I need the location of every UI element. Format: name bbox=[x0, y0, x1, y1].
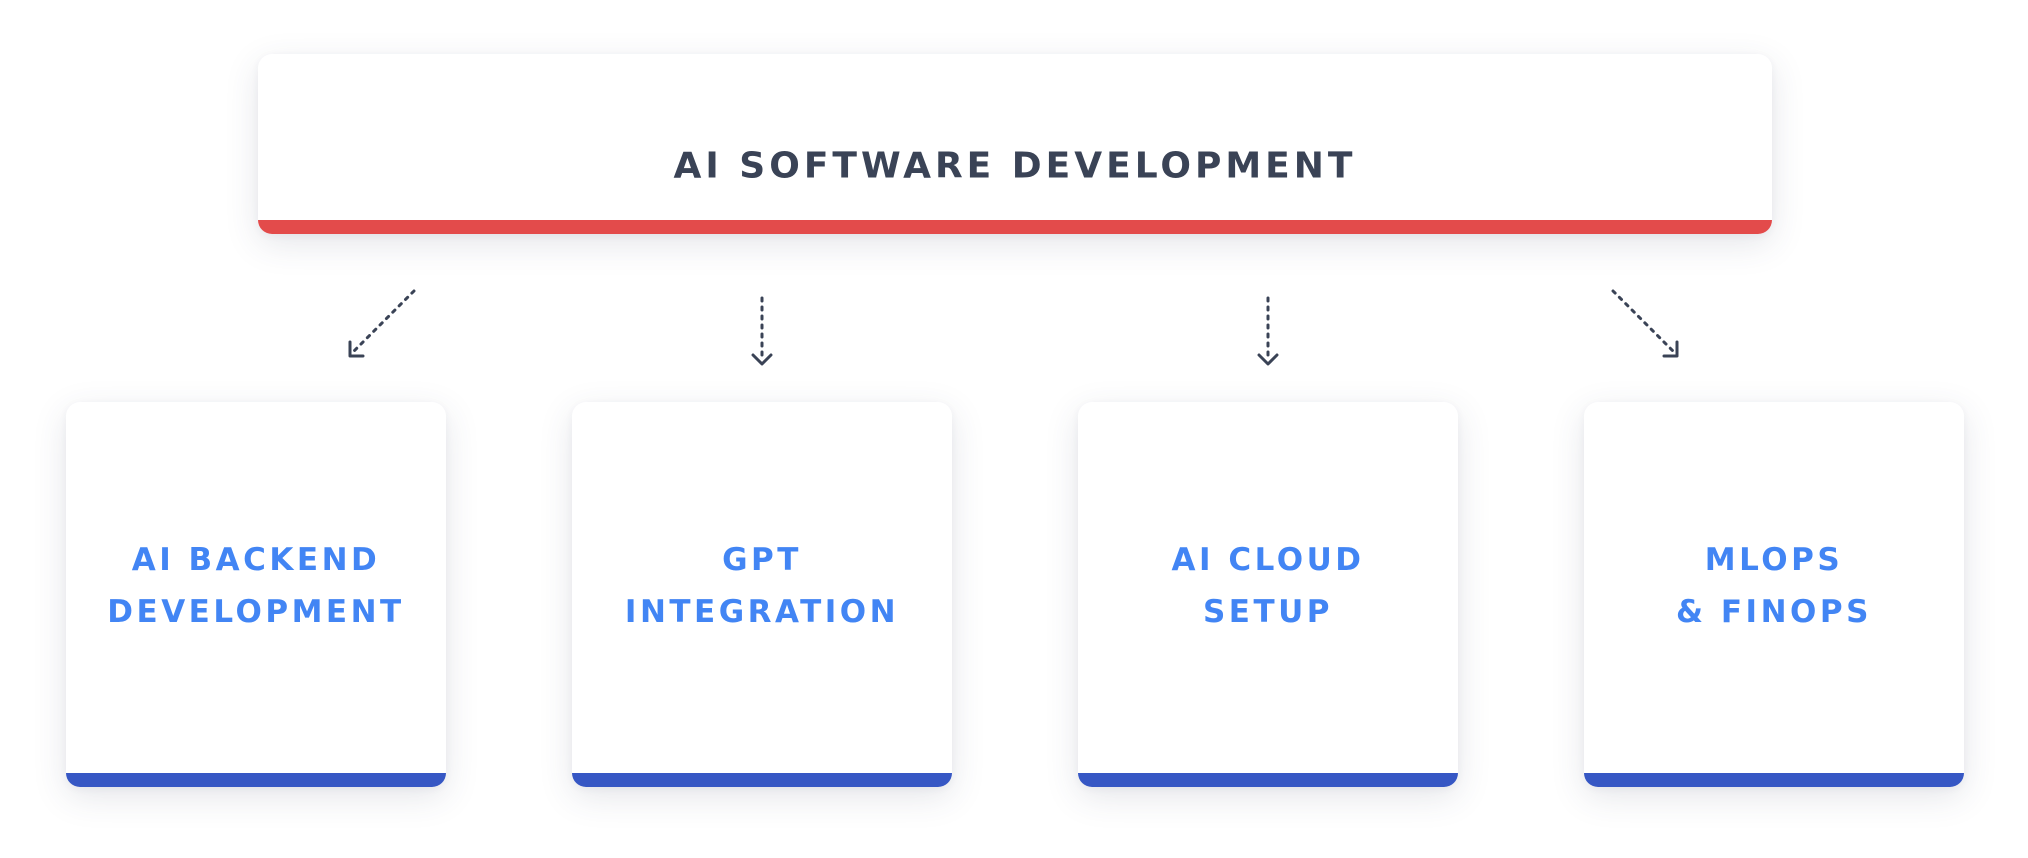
child-node-label-line: SETUP bbox=[1202, 594, 1334, 630]
child-node-mlops-finops: MLOPS & FINOPS bbox=[1584, 402, 1964, 787]
child-node-label: AI BACKEND DEVELOPMENT bbox=[66, 534, 446, 638]
child-node-label: MLOPS & FINOPS bbox=[1584, 534, 1964, 638]
child-node-label-line: AI BACKEND bbox=[131, 542, 381, 578]
arrow-to-ai-cloud-setup bbox=[1257, 296, 1279, 366]
child-node-ai-backend-development: AI BACKEND DEVELOPMENT bbox=[66, 402, 446, 787]
child-node-label: AI CLOUD SETUP bbox=[1078, 534, 1458, 638]
child-node-ai-cloud-setup: AI CLOUD SETUP bbox=[1078, 402, 1458, 787]
root-node-card: AI SOFTWARE DEVELOPMENT bbox=[258, 54, 1772, 234]
arrow-to-mlops-finops bbox=[1611, 289, 1679, 358]
child-node-accent-bar bbox=[1078, 773, 1458, 787]
child-node-label-line: INTEGRATION bbox=[624, 594, 900, 630]
arrow-to-gpt-integration bbox=[751, 296, 773, 366]
child-node-accent-bar bbox=[1584, 773, 1964, 787]
root-node-accent-bar bbox=[258, 220, 1772, 234]
child-node-label-line: AI CLOUD bbox=[1171, 542, 1365, 578]
child-node-label-line: DEVELOPMENT bbox=[107, 594, 405, 630]
child-node-accent-bar bbox=[66, 773, 446, 787]
child-node-accent-bar bbox=[572, 773, 952, 787]
arrow-to-ai-backend bbox=[348, 289, 416, 358]
child-node-label-line: & FINOPS bbox=[1676, 594, 1872, 630]
root-node-title: AI SOFTWARE DEVELOPMENT bbox=[673, 145, 1357, 187]
child-node-label-line: GPT bbox=[722, 542, 802, 578]
child-node-label-line: MLOPS bbox=[1704, 542, 1844, 578]
child-node-gpt-integration: GPT INTEGRATION bbox=[572, 402, 952, 787]
child-node-label: GPT INTEGRATION bbox=[572, 534, 952, 638]
